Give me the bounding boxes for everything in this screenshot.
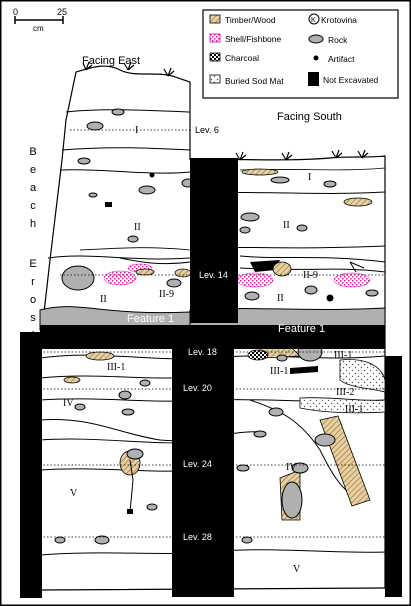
- shell-swatch: [209, 33, 221, 43]
- profile-east: [39, 61, 195, 346]
- legend-charcoal: Charcoal: [225, 53, 259, 63]
- stratum-label-III2-east: III-2: [336, 387, 354, 398]
- stratum-label-IV-west: IV: [63, 398, 74, 409]
- side-letter-1: e: [30, 164, 36, 176]
- level-14-label: Lev. 14: [199, 270, 228, 280]
- artifact-swatch: [313, 55, 319, 61]
- level-labels: Lev. 6 Lev. 14 Lev. 18 Lev. 20 Lev. 24 L…: [183, 125, 228, 542]
- view-title-east: Facing East: [82, 55, 140, 67]
- not-excavated-swatch: [308, 72, 319, 86]
- scale-max: 25: [57, 7, 67, 17]
- stratum-label-V-east: V: [293, 564, 301, 575]
- legend-rock: Rock: [328, 35, 348, 45]
- side-letter-7: r: [31, 276, 35, 288]
- scale-bar: 0 25 cm: [13, 7, 67, 33]
- view-title-south: Facing South: [277, 111, 342, 123]
- stratum-label-I-east: I: [135, 125, 138, 136]
- stratum-label-I-south: I: [308, 172, 311, 183]
- side-letter-8: o: [30, 294, 36, 306]
- charcoal-swatch: [209, 52, 221, 62]
- legend-timber: Timber/Wood: [225, 15, 276, 25]
- rock-swatch: [308, 34, 324, 44]
- legend: Timber/Wood K Krotovina Shell/Fishbone R…: [202, 9, 399, 99]
- side-letter-4: h: [30, 218, 36, 230]
- sod-swatch: [209, 74, 221, 84]
- stratum-label-III1-east-b: III-1: [270, 366, 288, 377]
- stratum-label-II-east: II: [134, 222, 141, 233]
- not-excavated-blocks: [20, 158, 402, 598]
- side-letter-0: B: [29, 146, 36, 158]
- side-letter-2: a: [30, 182, 37, 194]
- timber-swatch: [209, 14, 221, 24]
- stratum-label-III1-east-c: III-1: [345, 404, 363, 415]
- feature-1-right-label: Feature 1: [278, 323, 325, 335]
- stratum-label-II-south: II: [283, 220, 290, 231]
- stratum-label-III1-west: III-1: [107, 362, 125, 373]
- level-24-label: Lev. 24: [183, 459, 212, 469]
- legend-not-excavated: Not Excavated: [323, 75, 379, 85]
- stratum-label-II9-south: II-9: [303, 270, 318, 281]
- feature-1-left-label: Feature 1: [127, 313, 174, 325]
- level-18-label: Lev. 18: [188, 347, 217, 357]
- side-letter-6: E: [29, 258, 36, 270]
- side-letter-9: s: [30, 312, 36, 324]
- scale-zero: 0: [13, 7, 18, 17]
- stratum-label-II-east-lower: II: [100, 294, 107, 305]
- level-20-label: Lev. 20: [183, 383, 212, 393]
- krotovina-symbol: [308, 13, 320, 25]
- krotovina-letter: K: [311, 17, 316, 24]
- stratum-label-IV-east: IV: [286, 462, 297, 473]
- stratum-label-V-west: V: [70, 488, 78, 499]
- stratum-label-II-south-lower: II: [277, 293, 284, 304]
- stratum-label-II9-east: II-9: [159, 289, 174, 300]
- legend-krotovina: Krotovina: [321, 15, 357, 25]
- scale-unit: cm: [33, 24, 44, 33]
- level-lines: [40, 129, 385, 538]
- stratum-labels: I I II II II II II-9 II-9 III-2 III-1 II…: [46, 125, 363, 575]
- level-28-label: Lev. 28: [183, 532, 212, 542]
- side-letter-3: c: [30, 200, 36, 212]
- legend-sod: Buried Sod Mat: [225, 76, 284, 86]
- legend-shell: Shell/Fishbone: [225, 34, 282, 44]
- stratum-label-III1-east-a: III-1: [334, 350, 352, 361]
- level-6-label: Lev. 6: [195, 125, 219, 135]
- stratum-label-III2-west: III-2: [46, 341, 64, 352]
- legend-artifact: Artifact: [328, 54, 355, 64]
